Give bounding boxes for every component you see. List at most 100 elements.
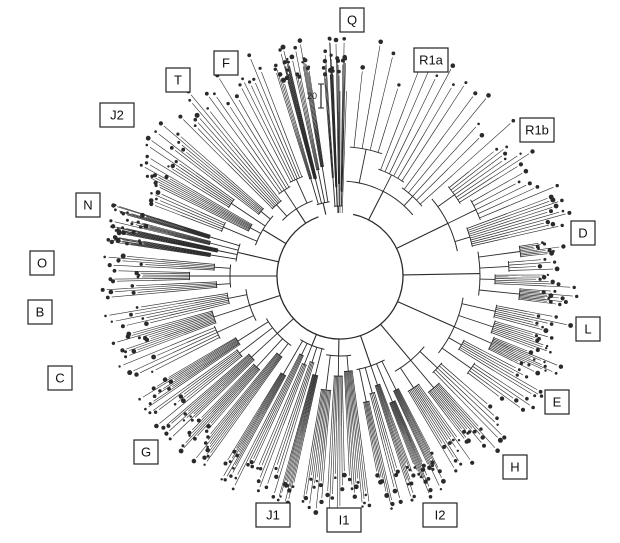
haplogroup-box [544, 389, 570, 415]
tree-branch [299, 142, 312, 179]
tree-branch [304, 375, 318, 427]
tree-branch [265, 354, 302, 429]
tree-branch [209, 242, 239, 251]
tree-branch [280, 53, 301, 128]
tree-branch [157, 375, 186, 395]
tree-branch [478, 251, 521, 258]
tree-branch [397, 301, 455, 328]
tree-branch [438, 383, 456, 402]
tip-marker [206, 445, 209, 449]
tree-branch [278, 355, 303, 407]
tree-branch [343, 62, 346, 131]
tree-branch [492, 341, 514, 351]
tree-branch [168, 350, 214, 378]
tree-branch [355, 417, 365, 500]
tree-branch [321, 426, 328, 499]
tree-branch [163, 287, 217, 293]
tree-branch [392, 437, 408, 481]
tree-arc [276, 213, 404, 340]
tip-marker [548, 299, 553, 304]
tree-branch [327, 429, 332, 492]
tree-branch [511, 339, 535, 349]
tree-branch [216, 179, 260, 214]
tip-marker [519, 361, 524, 366]
tip-marker [108, 289, 114, 295]
tip-marker [193, 436, 197, 441]
tree-branch [209, 236, 240, 247]
tree-branch [200, 197, 252, 227]
tree-arc [470, 199, 481, 221]
tree-branch [154, 205, 182, 216]
tip-marker [430, 460, 435, 465]
haplogroup-box [99, 102, 135, 128]
tree-branch [304, 62, 316, 130]
tree-branch [127, 233, 171, 243]
tip-marker [148, 411, 152, 415]
tip-marker [127, 370, 133, 376]
tree-branch [394, 401, 416, 448]
tip-marker [567, 210, 572, 215]
tree-branch [493, 316, 516, 323]
tip-marker [134, 271, 139, 276]
tree-branch [276, 73, 293, 126]
tree-branch [517, 186, 554, 203]
tree-branch [534, 355, 558, 366]
tree-branch [398, 388, 410, 411]
tree-branch [490, 344, 521, 360]
tree-branch [362, 451, 370, 502]
tree-branch [113, 265, 147, 268]
tree-branch [302, 66, 314, 122]
tree-branch [150, 310, 201, 324]
tip-marker [203, 463, 206, 466]
tree-branch [463, 340, 483, 351]
tree-branch [412, 174, 433, 197]
tip-marker [158, 121, 163, 126]
tree-branch [169, 247, 211, 256]
tree-branch [179, 242, 218, 252]
tip-marker [554, 266, 560, 272]
tip-marker [549, 350, 552, 354]
tree-branch [507, 198, 548, 214]
tip-marker [548, 293, 554, 299]
tree-branch [425, 412, 454, 458]
tree-branch [299, 108, 317, 179]
haplogroup-box [255, 502, 291, 528]
tree-branch [509, 333, 544, 346]
tip-marker [360, 65, 366, 70]
scale-bar: 20 [307, 83, 324, 109]
tree-branch [432, 388, 450, 408]
tree-branch [224, 353, 279, 422]
tip-marker [112, 268, 117, 273]
tree-branch [193, 386, 224, 415]
tree-branch [314, 439, 321, 484]
tree-branch [238, 407, 265, 453]
tree-branch [510, 337, 547, 352]
tree-branch [207, 338, 237, 357]
tree-branch [279, 458, 290, 497]
tree-branch [134, 302, 195, 315]
tree-branch [260, 372, 282, 406]
tree-branch [108, 256, 163, 262]
tip-marker [466, 431, 470, 435]
tree-branch [526, 248, 535, 251]
tree-branch [141, 297, 198, 308]
tree-branch [216, 170, 263, 211]
tree-branch [500, 353, 518, 362]
tree-branch [175, 167, 206, 188]
haplogroup-box [165, 67, 191, 93]
tip-marker [410, 498, 414, 502]
tip-marker [472, 429, 477, 434]
tree-branch [378, 384, 390, 412]
tip-marker [297, 74, 302, 79]
tree-branch [163, 285, 217, 291]
tree-branch [287, 81, 300, 123]
tree-branch [158, 384, 193, 411]
tree-arc [245, 289, 257, 321]
tree-branch [327, 127, 333, 178]
tree-branch [482, 383, 499, 397]
tree-branch [524, 353, 541, 361]
tip-marker [428, 488, 433, 493]
tip-marker [384, 493, 390, 498]
tree-branch [460, 345, 499, 368]
tree-branch [288, 362, 313, 438]
